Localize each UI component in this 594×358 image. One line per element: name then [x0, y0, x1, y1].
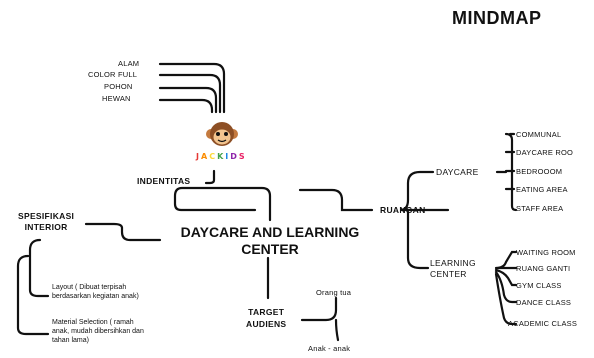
interior-item-line: anak, mudah dibersihkan dan	[52, 328, 144, 335]
connector-ruangan-daycare	[399, 170, 450, 212]
learning-item: WAITING ROOM	[516, 248, 576, 257]
identity-item: POHON	[104, 82, 133, 91]
daycare-label: DAYCARE	[436, 167, 479, 177]
logo-text: JACKIDS	[196, 152, 247, 161]
daycare-item: DAYCARE ROO	[516, 148, 574, 157]
interior-item-material: Material Selection ( ramah anak, mudah d…	[52, 318, 202, 345]
connector-center-indentitas	[173, 186, 272, 222]
daycare-item: EATING AREA	[516, 185, 568, 194]
connector-pohon	[158, 86, 218, 114]
connector-indentitas	[204, 169, 216, 185]
central-topic-line1: DAYCARE AND LEARNING	[180, 224, 360, 240]
target-label-line1: TARGET	[248, 307, 285, 317]
logo-letter: I	[225, 152, 231, 161]
daycare-item: COMMUNAL	[516, 130, 562, 139]
interior-label-line2: INTERIOR	[24, 222, 68, 232]
target-item: Orang tua	[316, 288, 352, 297]
learning-center-label-line1: LEARNING	[430, 258, 476, 268]
interior-item-layout: Layout ( Dibuat terpisah berdasarkan keg…	[52, 283, 202, 301]
connector-color-full	[158, 73, 222, 114]
identity-item: COLOR FULL	[88, 70, 138, 79]
connector-interior-items	[16, 238, 50, 336]
connector-ruangan-learning	[406, 210, 430, 270]
identity-item: ALAM	[118, 59, 140, 68]
interior-item-line: Layout ( Dibuat terpisah	[52, 284, 127, 291]
ruangan-label: RUANGAN	[380, 205, 426, 215]
connector-center-ruangan	[298, 188, 374, 212]
learning-center-label-line2: CENTER	[430, 269, 467, 279]
target-label-line2: AUDIENS	[246, 319, 287, 329]
interior-item-line: Material Selection ( ramah	[52, 319, 134, 326]
learning-item: RUANG GANTI	[516, 264, 571, 273]
monkey-logo-icon	[206, 122, 238, 146]
identity-label: INDENTITAS	[137, 176, 191, 186]
connector-alam	[158, 62, 226, 114]
logo-letters: JACKIDS	[196, 152, 247, 161]
target-label: TARGET AUDIENS	[246, 306, 286, 330]
identity-item: HEWAN	[102, 94, 131, 103]
interior-item-line: berdasarkan kegiatan anak)	[52, 293, 139, 300]
logo-letter: K	[217, 152, 226, 161]
connector-center-interior	[84, 222, 162, 242]
learning-item: GYM CLASS	[516, 281, 562, 290]
learning-center-label: LEARNING CENTER	[430, 258, 476, 280]
learning-item: ACADEMIC CLASS	[508, 319, 578, 328]
daycare-item: BEDROOOM	[516, 167, 563, 176]
logo-letter: C	[209, 152, 218, 161]
connector-learning-items	[494, 250, 518, 326]
daycare-item: STAFF AREA	[516, 204, 564, 213]
central-topic-line2: CENTER	[241, 241, 299, 257]
interior-label-line1: SPESIFIKASI	[18, 211, 75, 221]
learning-item: DANCE CLASS	[516, 298, 572, 307]
connector-target-items	[300, 296, 340, 342]
logo-letter: D	[230, 152, 239, 161]
target-item: Anak - anak	[308, 344, 351, 353]
interior-item-line: tahan lama)	[52, 337, 89, 344]
connector-hewan	[158, 98, 214, 114]
connector-daycare-items	[495, 132, 518, 212]
page-title: MINDMAP	[452, 8, 542, 28]
central-topic: DAYCARE AND LEARNING CENTER	[160, 224, 380, 258]
interior-label: SPESIFIKASI INTERIOR	[18, 211, 74, 233]
logo-letter: J	[196, 152, 201, 161]
logo-letter: S	[238, 152, 247, 161]
logo-letter: A	[200, 152, 210, 161]
